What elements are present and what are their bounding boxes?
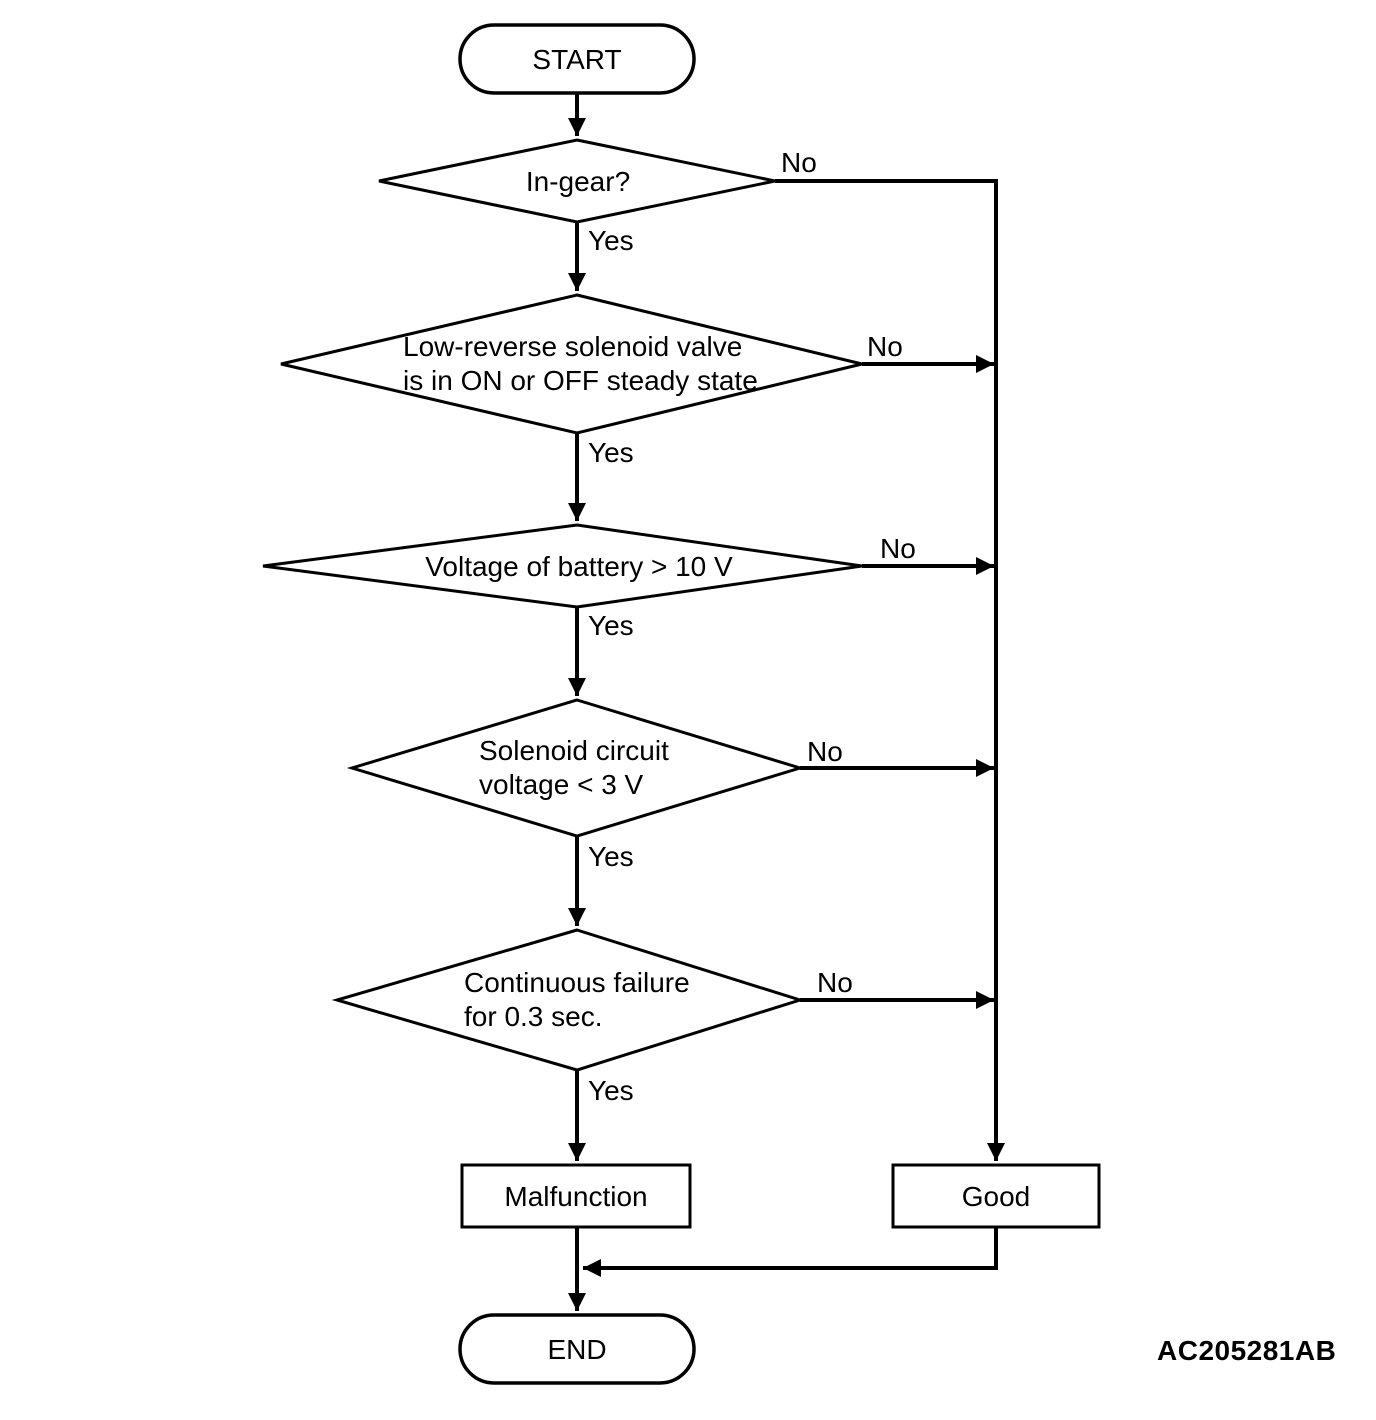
start-node-shape: [458, 23, 696, 95]
good-node-shape: [891, 1163, 1101, 1229]
end-node-shape: [458, 1313, 696, 1385]
edge-label-no-2: No: [867, 331, 903, 362]
drawing-code-label: AC205281AB: [1157, 1335, 1337, 1366]
edge-no-trunk-to-good: [775, 179, 1005, 1161]
decision-solenoid-state-label: Low-reverse solenoid valve is in ON or O…: [403, 331, 758, 396]
decision-continuous-failure-label: Continuous failure for 0.3 sec.: [464, 967, 690, 1032]
edge-label-no-4: No: [807, 736, 843, 767]
edge-label-yes-2: Yes: [588, 437, 634, 468]
edge-label-yes-1: Yes: [588, 225, 634, 256]
edge-label-no-3: No: [880, 533, 916, 564]
edge-label-yes-3: Yes: [588, 610, 634, 641]
start-label: START: [532, 44, 622, 75]
decision-circuit-voltage-label: Solenoid circuit voltage < 3 V: [479, 735, 669, 800]
edge-label-no-1: No: [781, 147, 817, 178]
edge-good-to-junction: [583, 1227, 998, 1277]
malfunction-node-shape: [460, 1163, 692, 1229]
edge-label-no-5: No: [817, 967, 853, 998]
good-label: Good: [961, 1181, 1031, 1212]
decision-battery-voltage-label: Voltage of battery > 10 V: [425, 551, 733, 582]
malfunction-label: Malfunction: [504, 1181, 648, 1212]
end-label: END: [547, 1334, 607, 1365]
edge-label-yes-4: Yes: [588, 841, 634, 872]
decision-in-gear-label: In-gear?: [525, 166, 631, 197]
edge-label-yes-5: Yes: [588, 1075, 634, 1106]
